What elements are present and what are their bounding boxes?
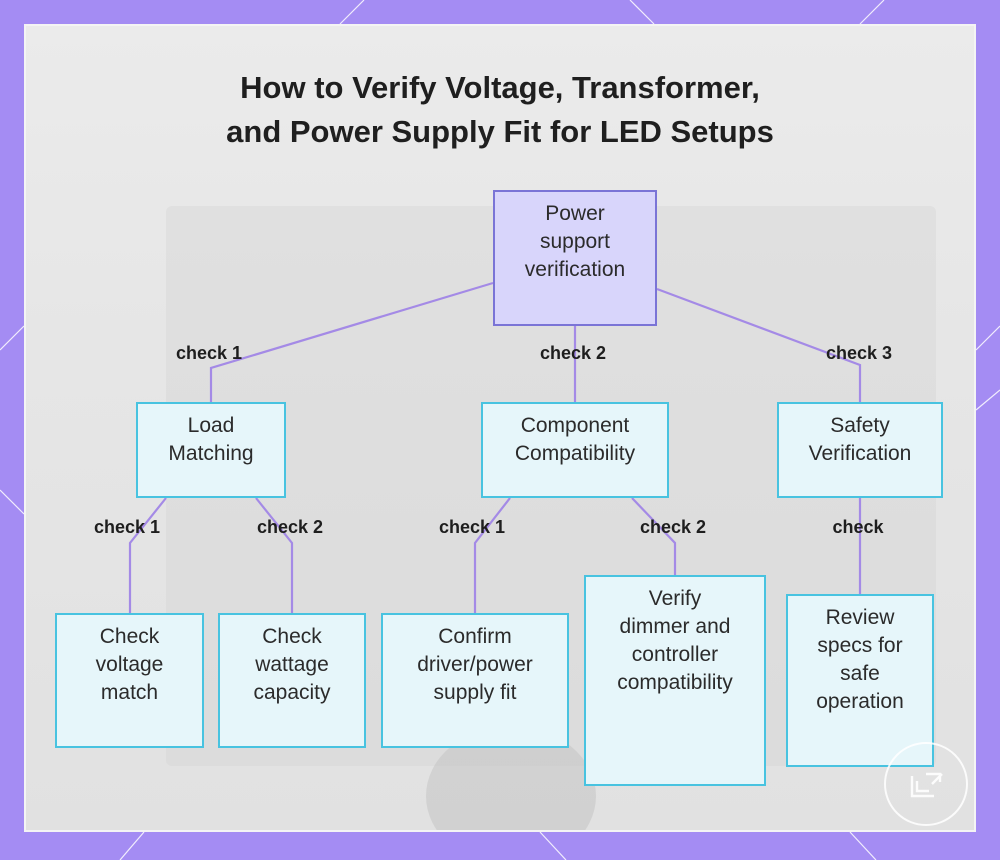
edge-label-component-dimmer: check 2 — [639, 517, 707, 537]
node-load-matching: Load Matching — [136, 402, 286, 498]
edge-label-root-component: check 2 — [539, 343, 607, 363]
edge-load-wattage — [255, 497, 294, 613]
edge-component-driver — [473, 497, 511, 613]
node-verify-dimmer-controller-compatibility: Verify dimmer and controller compatibili… — [584, 575, 766, 786]
diagram-title-line-1: How to Verify Voltage, Transformer, — [240, 70, 760, 105]
node-component-compatibility: Component Compatibility — [481, 402, 669, 498]
edge-label-root-load: check 1 — [175, 343, 243, 363]
edge-label-safety-specs: check — [832, 517, 884, 537]
diagram-title-line-2: and Power Supply Fit for LED Setups — [226, 114, 774, 149]
node-power-support-verification: Power support verification — [493, 190, 657, 326]
edit-document-icon — [884, 742, 968, 826]
edge-component-dimmer — [631, 497, 677, 575]
edge-root-load — [209, 281, 494, 402]
edge-load-voltage — [128, 497, 167, 613]
node-confirm-driver-power-supply-fit: Confirm driver/power supply fit — [381, 613, 569, 748]
edge-label-component-driver: check 1 — [438, 517, 506, 537]
node-review-specs-safe-operation: Review specs for safe operation — [786, 594, 934, 767]
edge-label-load-wattage: check 2 — [256, 517, 324, 537]
edge-root-safety — [656, 287, 862, 402]
node-check-wattage-capacity: Check wattage capacity — [218, 613, 366, 748]
node-check-voltage-match: Check voltage match — [55, 613, 204, 748]
edge-label-load-voltage: check 1 — [93, 517, 161, 537]
node-safety-verification: Safety Verification — [777, 402, 943, 498]
edge-label-root-safety: check 3 — [825, 343, 893, 363]
